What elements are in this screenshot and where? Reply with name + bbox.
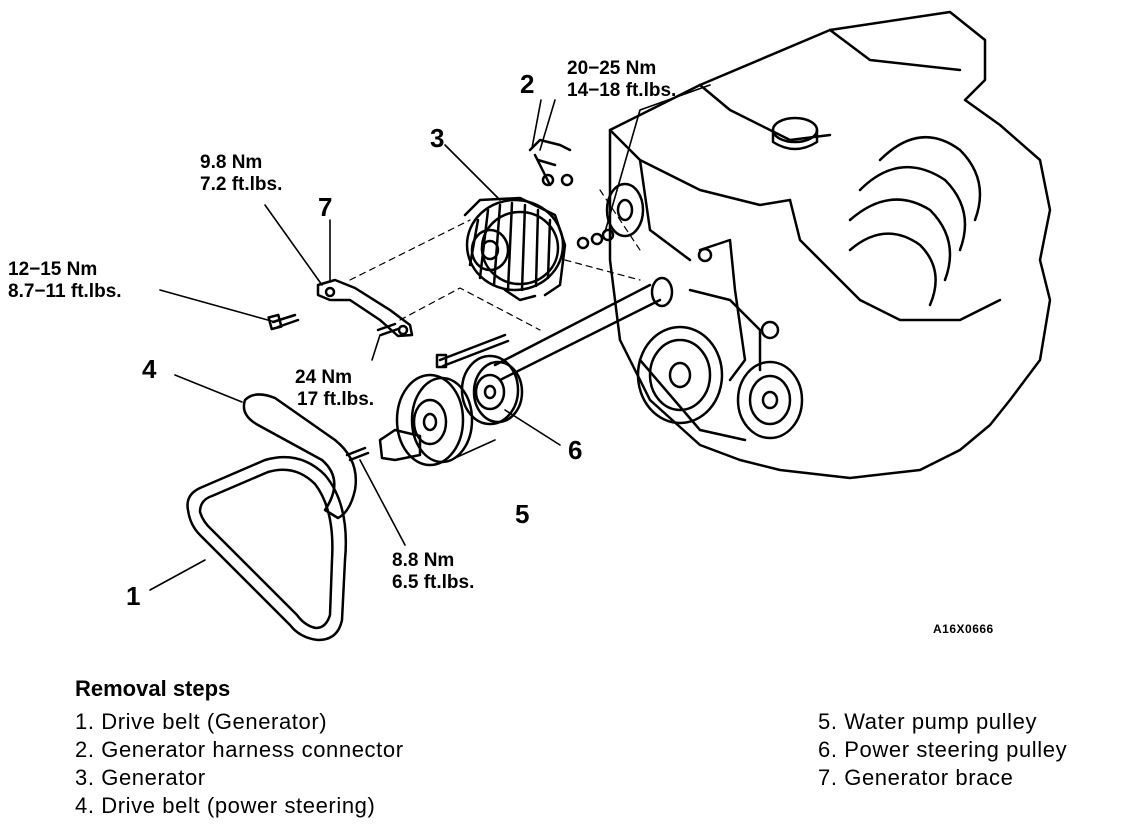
torque-metric: 20−25 Nm <box>567 58 657 79</box>
callout-3: 3 <box>430 123 445 153</box>
torque-spec-9-8: 9.8 Nm 7.2 ft.lbs. <box>200 152 282 196</box>
torque-imperial: 6.5 ft.lbs. <box>392 571 475 593</box>
torque-imperial: 8.7−11 ft.lbs. <box>8 280 122 302</box>
bolts <box>267 313 510 462</box>
callout-5: 5 <box>515 499 530 529</box>
list-item: 6. Power steering pulley <box>818 737 1068 762</box>
generator-brace <box>316 278 414 338</box>
nuts <box>576 228 615 250</box>
removal-steps-right: 5. Water pump pulley 6. Power steering p… <box>818 708 1067 792</box>
list-item: 1. Drive belt (Generator) <box>75 709 328 734</box>
engine-block <box>605 10 1052 480</box>
harness-connector <box>528 138 574 187</box>
torque-metric: 9.8 Nm <box>200 152 263 173</box>
generator <box>463 196 567 302</box>
engine-diagram <box>149 10 1052 642</box>
removal-steps-left: 1. Drive belt (Generator) 2. Generator h… <box>75 708 404 820</box>
callout-1: 1 <box>126 581 141 611</box>
figure-code: A16X0666 <box>933 622 994 636</box>
torque-spec-24: 24 Nm 17 ft.lbs. <box>295 367 374 411</box>
callout-4: 4 <box>142 354 157 384</box>
callout-6: 6 <box>568 435 583 465</box>
leader-lines <box>149 84 711 591</box>
list-item: 3. Generator <box>75 765 206 790</box>
list-item: 5. Water pump pulley <box>818 709 1038 734</box>
alignment-lines <box>349 189 641 331</box>
drive-belt-generator <box>186 455 348 642</box>
engine-pulleys <box>636 238 804 442</box>
torque-imperial: 14−18 ft.lbs. <box>567 79 677 101</box>
torque-imperial: 17 ft.lbs. <box>297 388 375 410</box>
drive-belt-power-steering <box>242 393 358 520</box>
list-item: 7. Generator brace <box>818 765 1014 790</box>
removal-steps-title: Removal steps <box>75 676 231 701</box>
list-item: 4. Drive belt (power steering) <box>75 793 376 818</box>
torque-metric: 8.8 Nm <box>392 550 455 571</box>
pulley-shaft <box>493 276 674 382</box>
torque-spec-8-8: 8.8 Nm 6.5 ft.lbs. <box>392 550 474 594</box>
callout-7: 7 <box>318 192 333 222</box>
torque-spec-12-15: 12−15 Nm 8.7−11 ft.lbs. <box>8 259 122 303</box>
callout-2: 2 <box>520 69 535 99</box>
water-pump-pulley <box>378 373 474 467</box>
torque-spec-20-25: 20−25 Nm 14−18 ft.lbs. <box>567 58 676 102</box>
torque-metric: 12−15 Nm <box>8 259 98 280</box>
torque-metric: 24 Nm <box>295 367 353 388</box>
list-item: 2. Generator harness connector <box>75 737 404 762</box>
torque-imperial: 7.2 ft.lbs. <box>200 173 283 195</box>
